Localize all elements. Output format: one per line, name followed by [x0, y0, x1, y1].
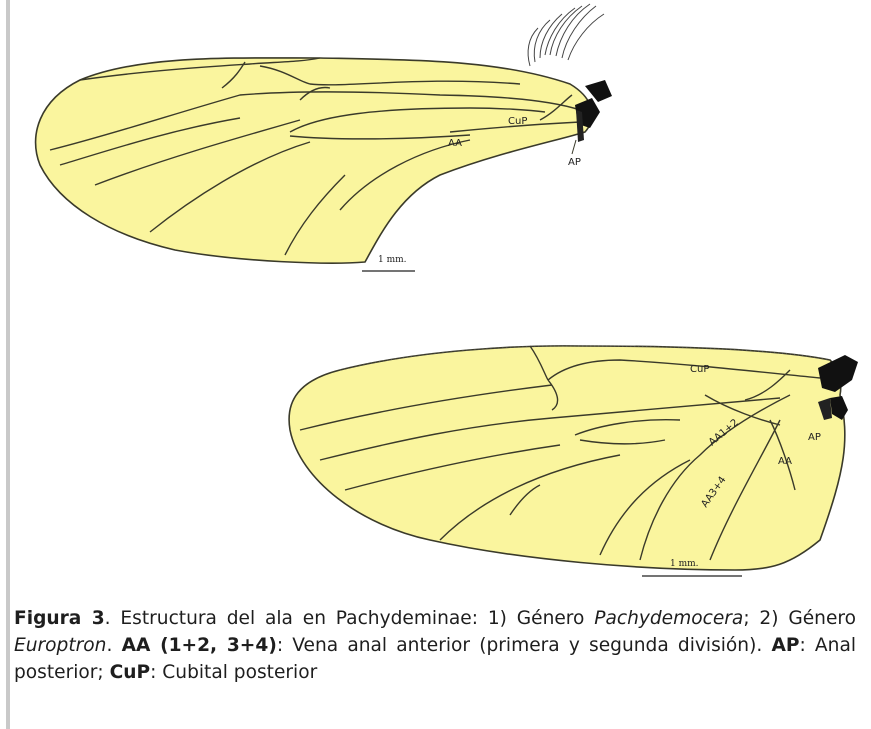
wing-1-ap-label: AP [568, 157, 581, 168]
figure-caption: Figura 3. Estructura del ala en Pachydem… [14, 605, 856, 686]
caption-text-1: . Estructura del ala en Pachydeminae: 1)… [105, 608, 595, 629]
wing-2-aa-label: AA [778, 456, 792, 467]
wing-2: CuP AA1+2 AA3+4 AA AP 1 mm. [289, 346, 858, 576]
wing-figure: CuP AA AP 1 mm. C [12, 0, 870, 600]
wing-2-cup-label: CuP [690, 364, 709, 375]
caption-text-3: . [106, 635, 121, 656]
wing-2-scale-label: 1 mm. [670, 559, 699, 569]
wing-1-scale-label: 1 mm. [378, 255, 407, 265]
wing-1-aa-label: AA [448, 138, 462, 149]
wing-1-hair-tuft [528, 4, 604, 66]
left-border-rule [6, 0, 10, 729]
caption-text-4: : Vena anal anterior (primera y segunda … [277, 635, 772, 656]
caption-genus-2: Europtron [14, 635, 106, 656]
wing-1-ap-pointer [572, 140, 576, 154]
caption-text-6: : Cubital posterior [150, 662, 317, 683]
caption-aa-term: AA (1+2, 3+4) [122, 635, 277, 656]
wing-2-ap-label: AP [808, 432, 821, 443]
caption-text-2: ; 2) Género [743, 608, 856, 629]
caption-cup-term: CuP [110, 662, 151, 683]
wing-1: CuP AA AP 1 mm. [36, 4, 612, 271]
wing-2-membrane [289, 346, 845, 570]
wing-1-membrane [36, 58, 593, 263]
wing-1-cup-label: CuP [508, 116, 527, 127]
caption-ap-term: AP [771, 635, 799, 656]
caption-genus-1: Pachydemocera [594, 608, 743, 629]
caption-figure-label: Figura 3 [14, 608, 105, 629]
